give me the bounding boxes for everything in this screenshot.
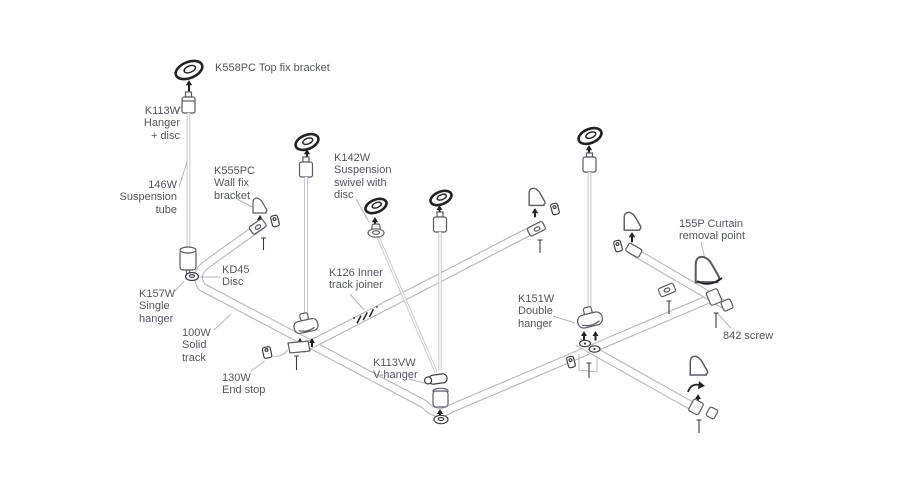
right-rear-track-left-end <box>612 211 643 258</box>
double-hanger-icon <box>576 306 604 329</box>
molded-hanger-icon <box>293 312 319 335</box>
leader-k142w-suspension-swivel-with-disc <box>355 198 370 223</box>
top-fix-bracket-icon <box>174 59 204 81</box>
hanger-k113w-icon <box>181 91 196 114</box>
ceiling-disc-icon <box>577 126 603 146</box>
single-hanger-k157w-icon <box>179 246 197 276</box>
ceiling-disc-icon <box>294 132 320 152</box>
leader-k555pc-wall-fix-bracket <box>236 198 253 208</box>
wall-fix-bracket-icon <box>623 211 642 231</box>
suspension-assembly-1 <box>174 59 204 282</box>
right-front-track <box>575 338 702 414</box>
track-end-clamp-icon <box>625 242 643 258</box>
v-hanger-assembly <box>423 373 449 425</box>
up-arrow-icon <box>695 394 701 402</box>
right-front-track-end-assembly <box>687 355 719 433</box>
leader-100w-solid-track <box>213 313 232 331</box>
screw-icon <box>294 355 299 370</box>
wall-clip-icon <box>612 239 624 253</box>
up-arrow-icon <box>581 331 587 341</box>
leader-130w-end-stop <box>250 360 266 372</box>
track-end-clamp-icon <box>248 218 267 235</box>
ceiling-disc-icon <box>364 197 388 215</box>
up-arrow-icon <box>185 80 193 92</box>
screw-icon <box>586 362 592 378</box>
hanger-icon <box>582 152 597 173</box>
disc-kd45-icon <box>184 271 200 282</box>
leader-146w-suspension-tube <box>178 161 188 188</box>
up-arrow-icon <box>531 208 539 218</box>
screw-icon <box>666 300 672 314</box>
hanger-plate-icon <box>578 339 601 353</box>
leader-lines <box>174 102 732 385</box>
screw-icon <box>537 239 543 253</box>
curved-arrow-icon <box>698 381 705 389</box>
double-hanger-assembly <box>565 126 604 378</box>
wall-fix-bracket-assembly <box>248 197 281 250</box>
leader-842-screw <box>716 312 732 329</box>
up-arrow-icon <box>371 217 379 228</box>
up-arrow-icon <box>309 338 315 347</box>
leader-k126-inner-track-joiner <box>349 293 365 311</box>
end-cap-block-icon <box>720 298 734 312</box>
disc-icon <box>433 414 449 425</box>
leader-k151w-double-hanger <box>552 315 576 324</box>
mid-clamp-assembly <box>657 282 677 314</box>
up-arrow-icon <box>585 145 593 154</box>
up-arrow-icon <box>303 149 311 159</box>
swivel-disc-icon <box>367 223 385 238</box>
screw-icon <box>261 237 266 250</box>
up-arrow-icon <box>592 331 599 341</box>
ceiling-disc-icon <box>429 189 453 207</box>
curtain-removal-point-icon <box>694 255 723 285</box>
hanger-icon <box>298 156 314 178</box>
leader-k113vw-v-hanger <box>408 378 429 385</box>
wall-fix-bracket-icon <box>252 197 268 214</box>
wall-fix-bracket-icon <box>528 187 546 207</box>
end-stop-icon <box>261 346 273 359</box>
leader-k157w-single-hanger <box>174 280 185 292</box>
screw-icon <box>696 419 702 433</box>
up-arrow-icon <box>436 205 443 213</box>
wall-clip-icon <box>549 202 561 216</box>
up-arrow-icon <box>437 409 443 417</box>
up-arrow-icon <box>628 232 636 243</box>
suspension-assembly-3b <box>429 189 453 370</box>
screw-842-icon <box>713 312 719 328</box>
rear-track-end-assembly <box>526 187 561 253</box>
inner-track-joiner-marks <box>353 306 378 324</box>
end-cap-icon <box>688 398 704 416</box>
rear-track-end-junction <box>261 340 311 370</box>
track-end-clamp-icon <box>526 221 546 237</box>
wall-fix-bracket-icon <box>689 355 709 376</box>
suspension-swivel-assembly <box>364 197 438 373</box>
suspension-assembly-2 <box>293 132 320 347</box>
rear-track <box>299 224 539 353</box>
track-clamp-icon <box>657 282 677 298</box>
v-hanger-icon <box>423 373 448 385</box>
end-cap-icon <box>705 288 723 306</box>
track-right-end-assembly <box>705 288 734 328</box>
hanger-icon <box>432 211 448 233</box>
hanger-body-icon <box>432 387 449 408</box>
end-cap-block-icon <box>705 406 719 420</box>
wall-clip-icon <box>269 214 281 228</box>
